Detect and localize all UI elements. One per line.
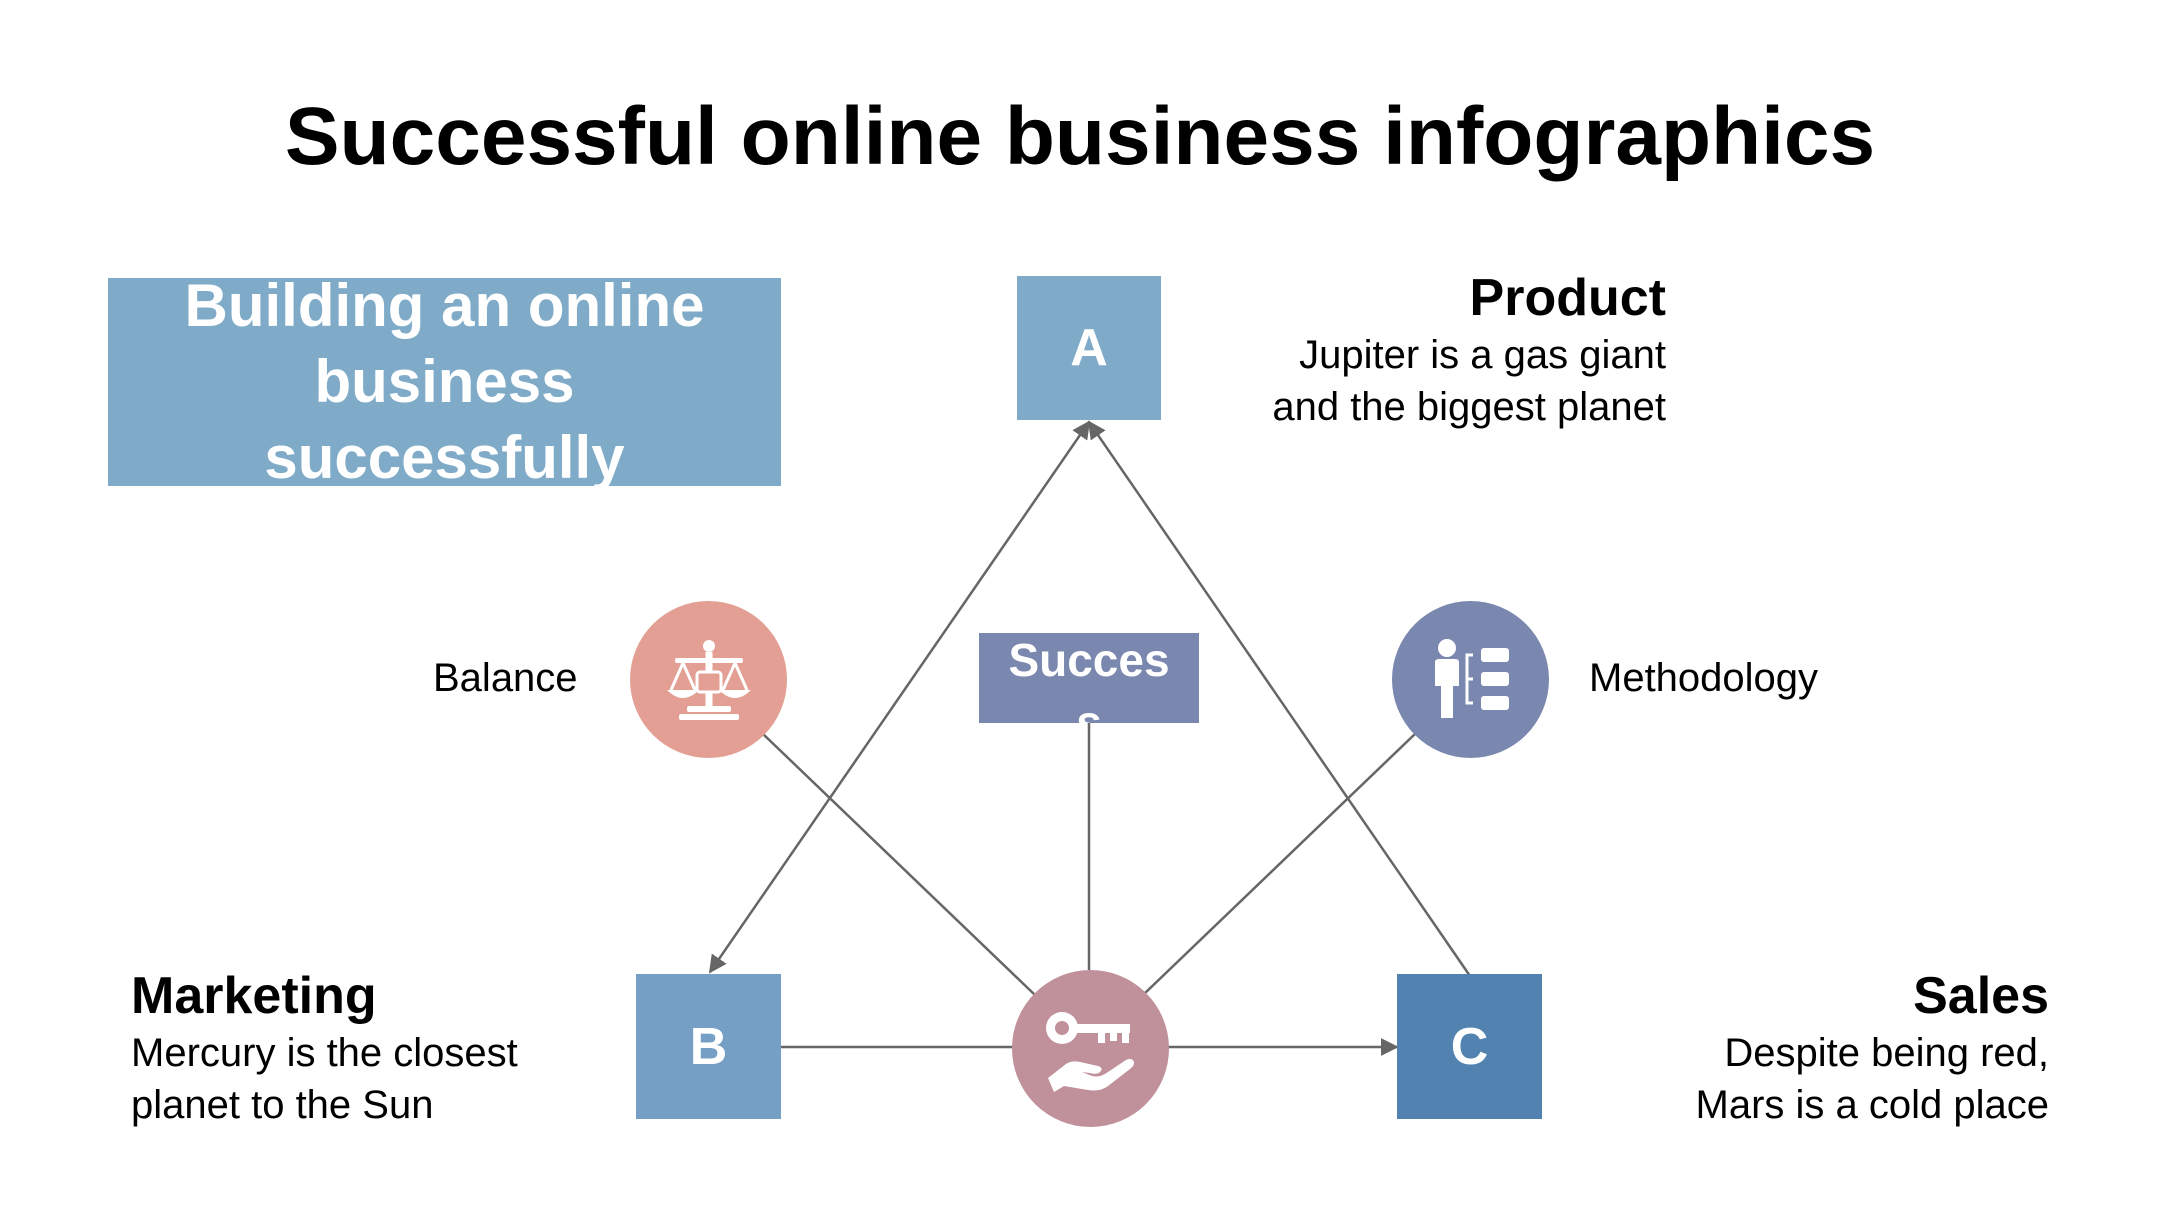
line-balance-to-key [761, 732, 1036, 996]
sales-line-1: Despite being red, [1724, 1031, 2049, 1076]
key-circle [1012, 970, 1169, 1127]
marketing-line-2: planet to the Sun [131, 1083, 434, 1128]
marketing-block: Marketing Mercury is the closest planet … [131, 967, 631, 1131]
product-title: Product [1469, 269, 1666, 327]
person-list-icon [1434, 638, 1509, 718]
node-a: A [1017, 276, 1161, 420]
line-a-to-b [708, 420, 1091, 974]
methodology-label: Methodology [1589, 656, 1819, 700]
sales-block: Sales Despite being red, Mars is a cold … [1600, 967, 2049, 1131]
methodology-circle [1392, 601, 1549, 758]
node-c: C [1397, 974, 1542, 1119]
success-box-text: Success [1008, 634, 1170, 723]
balance-label: Balance [433, 656, 578, 700]
sales-line-2: Mars is a cold place [1695, 1083, 2049, 1128]
balance-circle [630, 601, 787, 758]
line-methodology-to-key [1142, 732, 1417, 996]
line-c-to-a [1087, 420, 1472, 977]
product-line-2: and the biggest planet [1272, 385, 1666, 430]
page-title: Successful online business infographics [284, 91, 1876, 182]
marketing-line-1: Mercury is the closest [131, 1031, 518, 1076]
sales-title: Sales [1913, 967, 2049, 1025]
product-line-1: Jupiter is a gas giant [1299, 333, 1666, 378]
node-b: B [636, 974, 781, 1119]
success-box: Success [979, 633, 1199, 723]
headline-banner-text: Building an online business successfully [184, 278, 705, 486]
key-in-hand-icon [1045, 1011, 1134, 1092]
product-block: Product Jupiter is a gas giant and the b… [1180, 269, 1666, 433]
marketing-title: Marketing [131, 967, 377, 1025]
scale-icon [666, 639, 751, 720]
headline-banner: Building an online business successfully [108, 278, 781, 486]
